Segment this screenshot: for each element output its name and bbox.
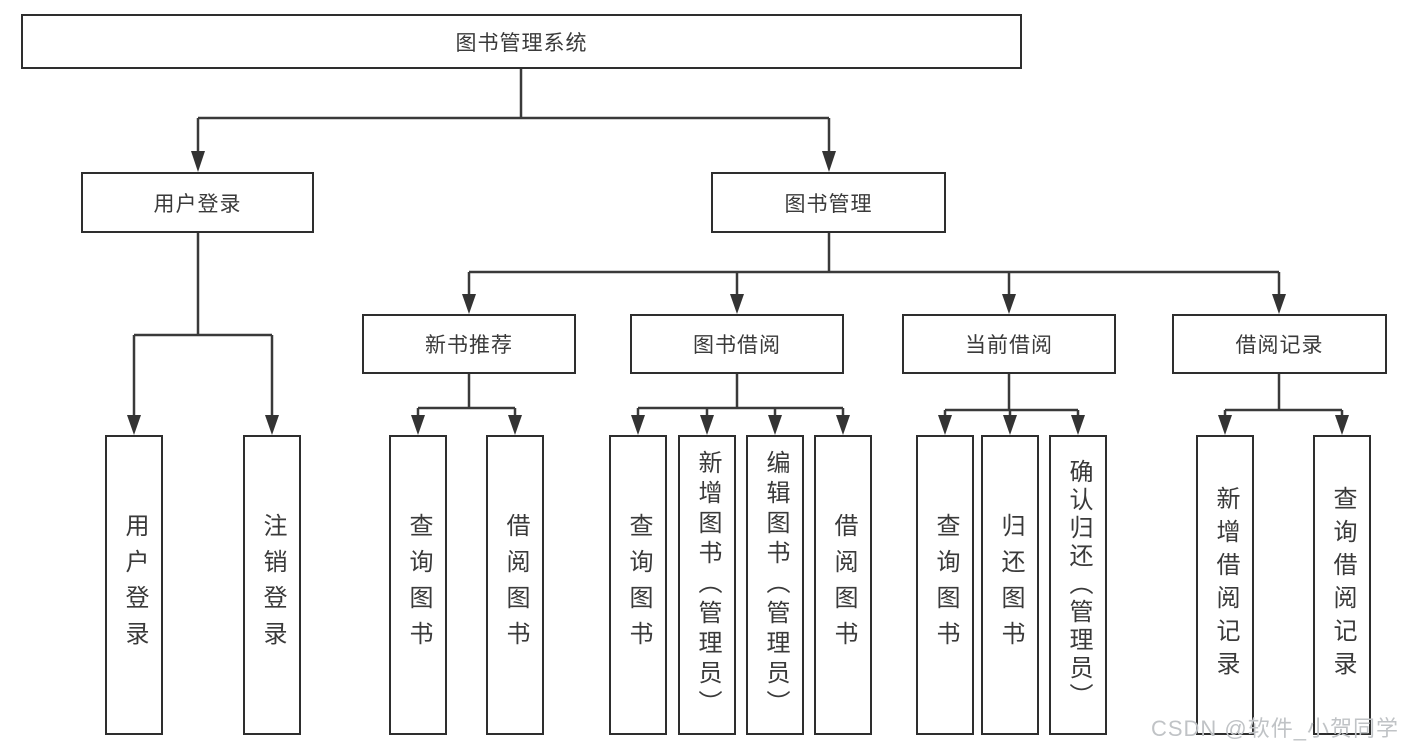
leaf-borrow-books-recommend: 借阅图书 xyxy=(486,435,544,735)
leaf-borrow-books: 借阅图书 xyxy=(814,435,872,735)
leaf-user-login: 用户登录 xyxy=(105,435,163,735)
leaf-query-books-current: 查询图书 xyxy=(916,435,974,735)
node-book-management: 图书管理 xyxy=(711,172,946,233)
node-current-borrow: 当前借阅 xyxy=(902,314,1116,374)
leaf-edit-books-admin: 编辑图书（管理员） xyxy=(746,435,804,735)
leaf-query-books-recommend: 查询图书 xyxy=(389,435,447,735)
node-root-system: 图书管理系统 xyxy=(21,14,1022,69)
leaf-query-books-borrow: 查询图书 xyxy=(609,435,667,735)
csdn-watermark: CSDN @软件_小贺同学 xyxy=(1150,716,1399,741)
node-new-book-recommend: 新书推荐 xyxy=(362,314,576,374)
leaf-add-books-admin: 新增图书（管理员） xyxy=(678,435,736,735)
leaf-confirm-return-admin: 确认归还（管理员） xyxy=(1049,435,1107,735)
leaf-logout: 注销登录 xyxy=(243,435,301,735)
node-book-borrow: 图书借阅 xyxy=(630,314,844,374)
leaf-query-borrow-record: 查询借阅记录 xyxy=(1313,435,1371,735)
node-user-login: 用户登录 xyxy=(81,172,314,233)
leaf-add-borrow-record: 新增借阅记录 xyxy=(1196,435,1254,735)
node-borrow-records: 借阅记录 xyxy=(1172,314,1387,374)
leaf-return-books: 归还图书 xyxy=(981,435,1039,735)
